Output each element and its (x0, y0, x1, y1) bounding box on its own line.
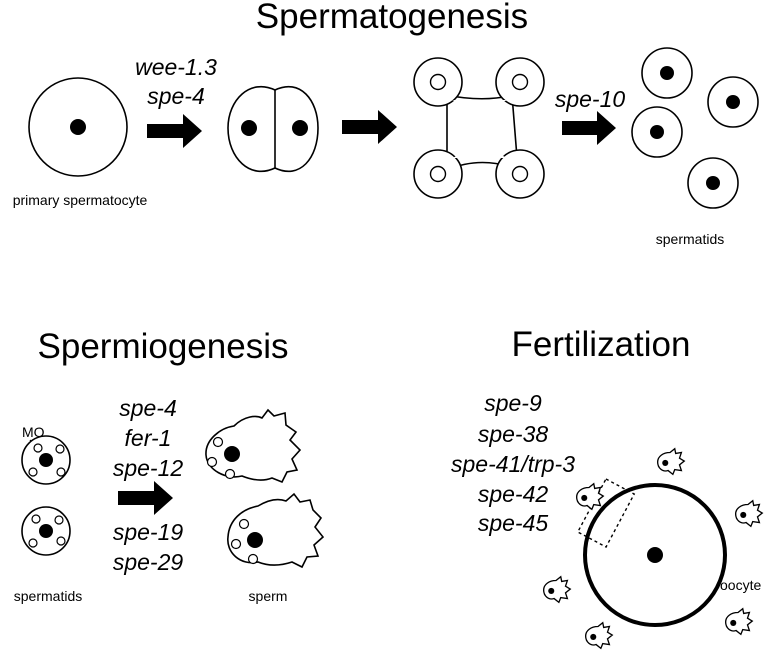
gene-label: spe-19 (113, 519, 184, 545)
spermatocyte-quartet (413, 57, 545, 199)
gene-label: spe-4 (119, 395, 177, 421)
spermatid-with-mo (21, 506, 71, 556)
sperm-cell (205, 408, 302, 484)
gene-label: spe-45 (478, 510, 549, 536)
oocyte (583, 483, 727, 627)
spermatids-label: spermatids (14, 588, 82, 604)
gene-label: wee-1.3 (135, 54, 217, 80)
gene-label: spe-12 (113, 455, 184, 481)
sperm-cell (656, 448, 685, 476)
mo-label: MO (22, 424, 45, 440)
spermatid-cluster (631, 47, 759, 209)
sperm-cell (584, 622, 613, 650)
sperm-cell (575, 483, 604, 511)
arrow-right-icon (342, 110, 397, 144)
gene-label: spe-10 (555, 86, 626, 112)
spermiogenesis-title: Spermiogenesis (38, 327, 289, 366)
spermatids-label: spermatids (656, 231, 724, 247)
sperm-oocyte-contact-box (576, 478, 636, 548)
sperm-cell (724, 608, 753, 636)
sperm-cell (734, 500, 763, 528)
arrow-right-icon (147, 114, 202, 148)
dividing-spermatocyte (227, 85, 319, 173)
primary-spermatocyte-label: primary spermatocyte (13, 192, 148, 208)
primary-spermatocyte (28, 77, 128, 177)
gene-label: fer-1 (125, 425, 172, 451)
spermatogenesis-title: Spermatogenesis (256, 0, 528, 36)
sperm-label: sperm (249, 588, 288, 604)
gene-label: spe-38 (478, 421, 549, 447)
spermatid-with-mo (21, 435, 71, 485)
sperm-cell (542, 576, 571, 604)
sperm-cell (227, 492, 325, 569)
fertilization-title: Fertilization (512, 325, 691, 364)
arrow-right-icon (118, 481, 173, 515)
gene-label: spe-42 (478, 481, 549, 507)
gene-label: spe-4 (147, 83, 205, 109)
gene-label: spe-41/trp-3 (451, 451, 575, 477)
arrow-right-icon (562, 111, 616, 145)
gene-label: spe-29 (113, 549, 184, 575)
oocyte-label: oocyte (720, 577, 761, 593)
gene-label: spe-9 (484, 390, 542, 416)
